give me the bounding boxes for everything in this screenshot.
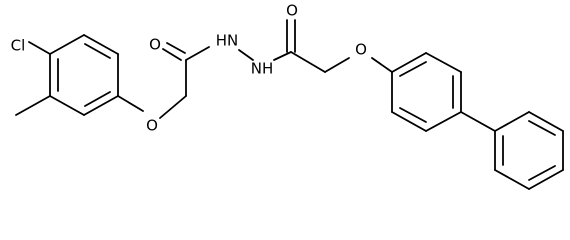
bond-nh-co [273, 51, 292, 61]
left-benzene-ring [49, 34, 119, 116]
molecule-diagram: Cl O O HN NH O O [11, 2, 564, 190]
ether-oxygen-right-label: O [355, 41, 367, 59]
carbonyl-oxygen-left-label: O [149, 36, 161, 54]
carbonyl-bond-left-2 [166, 42, 186, 54]
double-bond-inner [399, 107, 427, 123]
biaryl-bond [460, 111, 496, 132]
bond [83, 34, 119, 55]
bond [528, 111, 564, 132]
bond [391, 111, 427, 132]
double-bond-inner [528, 120, 556, 136]
structure-drawing: Cl O O HN NH O O [11, 2, 564, 190]
bond-co-ch2 [290, 51, 326, 73]
bond [49, 34, 85, 55]
double-bond-inner [84, 43, 111, 59]
bond-ch2-o [324, 57, 350, 73]
bond [49, 95, 85, 116]
carbonyl-bond-left [162, 48, 182, 61]
nh-lower-label: NH [251, 60, 274, 78]
bond-n-n [238, 49, 254, 61]
ether-oxygen-left-label: O [146, 117, 158, 135]
chlorine-label: Cl [11, 37, 26, 55]
bond [391, 52, 427, 73]
bond-ring-o [117, 95, 144, 112]
bond [494, 169, 530, 190]
bond-o-ring [371, 57, 393, 73]
bond-co-nh [185, 46, 210, 61]
double-bond-inner [528, 165, 556, 181]
bond [425, 52, 462, 73]
double-bond-inner [84, 91, 111, 107]
bond [528, 169, 564, 190]
bond [425, 111, 462, 132]
bond-o-ch2 [159, 95, 187, 119]
bond [83, 95, 119, 116]
carbonyl-oxygen-right-label: O [286, 2, 298, 20]
double-bond-inner [399, 61, 427, 77]
right-benzene-ring [494, 111, 564, 190]
middle-benzene-ring [391, 52, 462, 132]
bond-methyl [15, 95, 51, 116]
bond-cl [28, 41, 51, 55]
nh-upper-label: HN [216, 32, 239, 50]
bond [494, 111, 530, 132]
